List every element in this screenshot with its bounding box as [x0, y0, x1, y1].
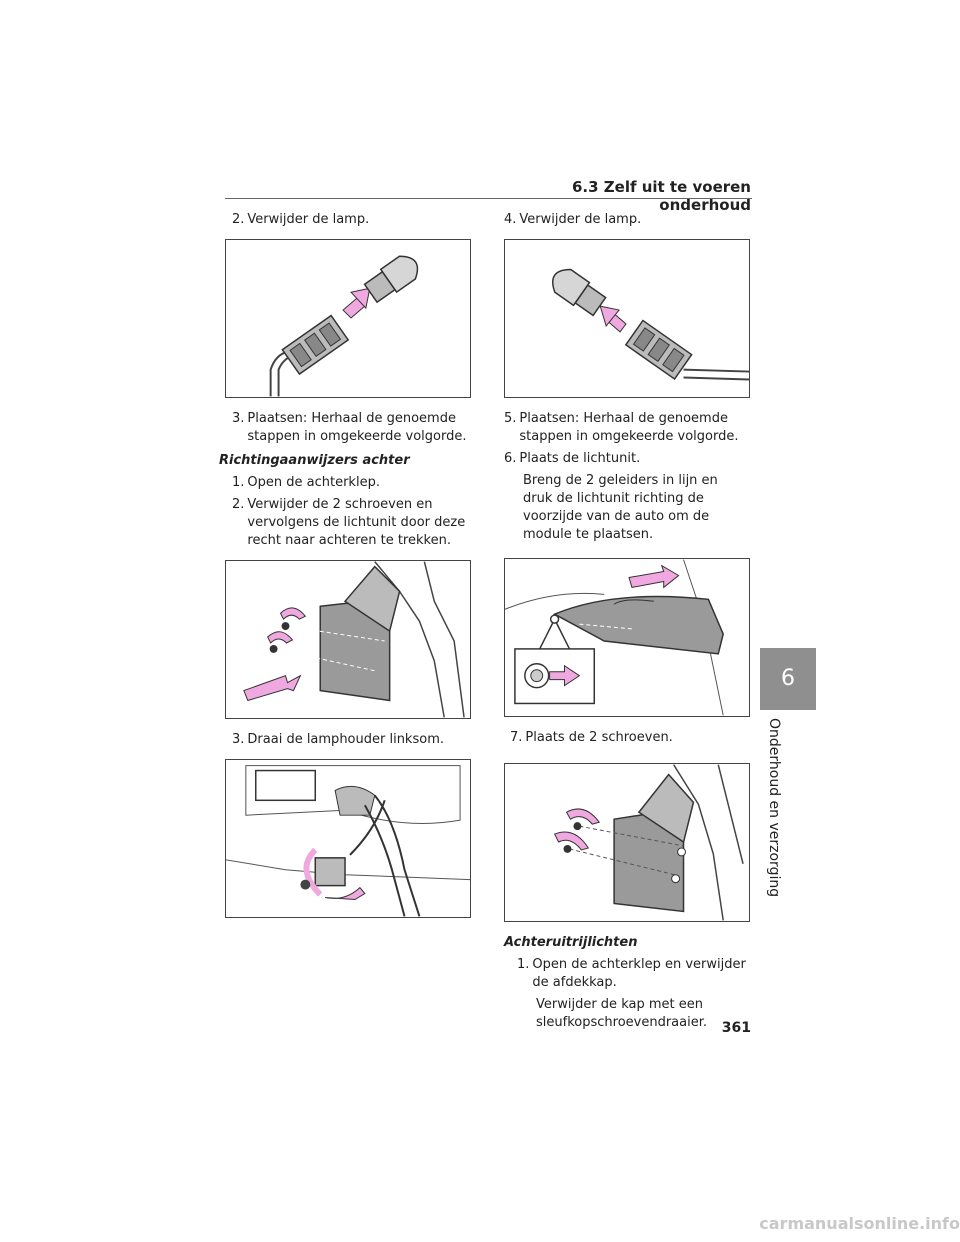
step-number: 1.: [517, 957, 530, 972]
section-title: Richtingaanwijzers achter: [219, 453, 410, 468]
step-text: Open de achterklep.: [247, 475, 380, 490]
figure-install-light-unit: [504, 558, 750, 717]
step-text: Open de achterklep en verwijder de afdek…: [532, 957, 746, 990]
step-number: 7.: [510, 730, 523, 745]
install-screws-illustration: [553, 764, 744, 921]
step: 3. Plaatsen: Herhaal de genoemde stappen…: [232, 410, 471, 446]
step: 2. Verwijder de 2 schroeven en vervolgen…: [232, 496, 471, 550]
step-text: Plaats de 2 schroeven.: [525, 730, 673, 745]
step: 6. Plaats de lichtunit.: [504, 450, 750, 468]
section-header: 6.3 Zelf uit te voeren onderhoud: [571, 178, 751, 214]
step-number: 2.: [232, 497, 245, 512]
step: 4. Verwijder de lamp.: [504, 211, 750, 229]
figure-bulb-removal: [225, 239, 471, 398]
figure-turn-lamp-holder: [225, 759, 471, 918]
step-text: Plaatsen: Herhaal de genoemde stappen in…: [519, 411, 739, 444]
bulb-removal-illustration: [269, 255, 419, 397]
step: 7. Plaats de 2 schroeven.: [510, 729, 750, 747]
step: 3. Draai de lamphouder linksom.: [232, 731, 471, 749]
step-number: 6.: [504, 451, 517, 466]
light-unit-screws-illustration: [243, 561, 465, 718]
step-text: Plaatsen: Herhaal de genoemde stappen in…: [247, 411, 467, 444]
watermark: carmanualsonline.info: [759, 1214, 960, 1233]
step-text: Verwijder de 2 schroeven en vervolgens d…: [247, 497, 466, 548]
step-text: Verwijder de lamp.: [247, 212, 370, 227]
header-divider: [225, 198, 752, 199]
step-text: Draai de lamphouder linksom.: [247, 732, 444, 747]
chapter-tab: 6: [760, 648, 816, 710]
step-text: Plaats de lichtunit.: [519, 451, 641, 466]
bulb-removal-illustration-2: [551, 268, 749, 381]
left-column: 2. Verwijder de lamp. 3. Plaatsen: Herha…: [219, 211, 471, 930]
figure-install-screws: [504, 763, 750, 922]
lamp-holder-illustration: [226, 765, 470, 917]
step-number: 5.: [504, 411, 517, 426]
step: 1. Open de achterklep.: [232, 474, 471, 492]
chapter-title: Onderhoud en verzorging: [766, 718, 782, 898]
step-note: Verwijder de kap met een sleufkopschroev…: [536, 997, 707, 1030]
step: 1. Open de achterklep en verwijder de af…: [517, 956, 750, 992]
step-number: 2.: [232, 212, 245, 227]
chapter-side-label: Onderhoud en verzorging: [766, 718, 790, 897]
step-number: 3.: [232, 411, 245, 426]
figure-remove-light-unit: [225, 560, 471, 719]
step: 5. Plaatsen: Herhaal de genoemde stappen…: [504, 410, 750, 446]
section-title: Achteruitrijlichten: [504, 935, 638, 950]
step-text: Verwijder de lamp.: [519, 212, 642, 227]
install-light-unit-illustration: [505, 559, 724, 716]
step-number: 1.: [232, 475, 245, 490]
right-column: 4. Verwijder de lamp. 5. Plaatsen: Herha…: [504, 211, 750, 1036]
step-number: 4.: [504, 212, 517, 227]
page-number: 361: [721, 1020, 751, 1036]
step-note: Breng de 2 geleiders in lijn en druk de …: [523, 473, 718, 542]
figure-bulb-removal-2: [504, 239, 750, 398]
step-number: 3.: [232, 732, 245, 747]
step: 2. Verwijder de lamp.: [232, 211, 471, 229]
